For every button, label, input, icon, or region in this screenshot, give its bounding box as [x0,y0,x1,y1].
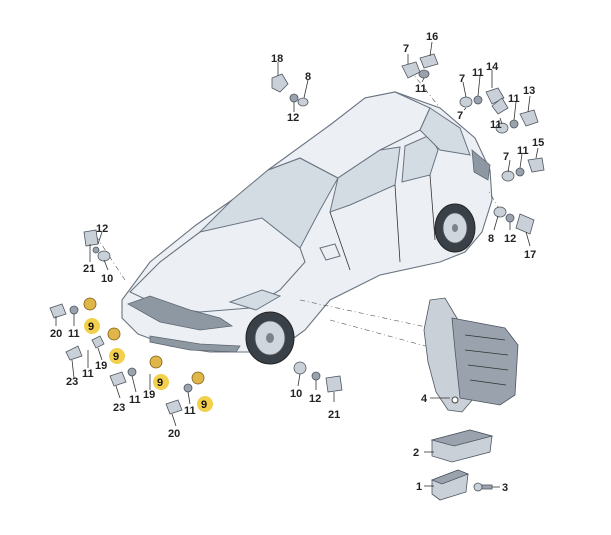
callout-21: 21 [83,263,95,275]
callout-21: 21 [328,409,340,421]
callout-7: 7 [403,43,409,55]
callout-11: 11 [517,145,529,157]
callout-19: 19 [95,360,107,372]
callout-12: 12 [96,223,108,235]
callout-19: 19 [143,389,155,401]
callout-11: 11 [472,67,484,79]
callout-12: 12 [504,233,516,245]
reference-lines [95,69,501,351]
callout-20: 20 [168,428,180,440]
callout-9: 9 [88,321,94,333]
leader-lines [55,41,539,488]
callout-11: 11 [490,119,502,131]
callout-20: 20 [50,328,62,340]
callout-3: 3 [502,482,508,494]
callout-10: 10 [101,273,113,285]
callout-2: 2 [413,447,419,459]
callout-7: 7 [459,73,465,85]
sensor-parts [49,53,545,415]
callout-14: 14 [486,61,499,73]
callout-23: 23 [113,402,125,414]
callout-11: 11 [129,394,141,406]
callout-18: 18 [271,53,283,65]
module-1-part [430,469,470,501]
callout-9: 9 [113,351,119,363]
screw-3-part [473,482,493,492]
callout-23: 23 [66,376,78,388]
callout-labels: 18 8 12 7 16 11 7 11 14 7 11 11 13 7 11 … [50,31,544,494]
callout-15: 15 [532,137,544,149]
callout-11: 11 [415,83,427,95]
callout-11: 11 [508,93,520,105]
callout-9: 9 [201,399,207,411]
callout-11: 11 [184,405,196,417]
callout-11: 11 [82,368,94,380]
highlight-markers [84,318,213,412]
callout-11: 11 [68,328,80,340]
callout-16: 16 [426,31,438,43]
callout-8: 8 [305,71,311,83]
callout-4: 4 [421,393,428,405]
module-2-part [430,429,494,463]
callout-10: 10 [290,388,302,400]
car-illustration [121,91,493,365]
callout-9: 9 [157,377,163,389]
callout-12: 12 [309,393,321,405]
callout-13: 13 [523,85,535,97]
callout-12: 12 [287,112,299,124]
control-unit-with-bracket [423,297,519,413]
callout-8: 8 [488,233,494,245]
callout-17: 17 [524,249,536,261]
callout-7: 7 [457,110,463,122]
callout-7: 7 [503,151,509,163]
callout-1: 1 [416,481,422,493]
